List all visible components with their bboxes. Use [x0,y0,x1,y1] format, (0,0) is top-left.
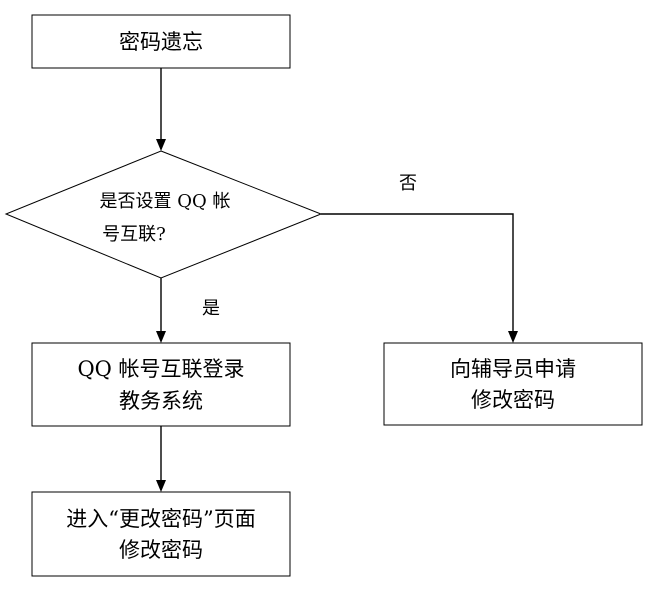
edge-no-label: 否 [399,173,417,194]
node-qq-login-label-line1: QQ 帐号互联登录 [77,357,244,381]
edge-forgot-to-decision-arrow [156,139,166,151]
node-decision: 是否设置 QQ 帐 号互联? [4,150,323,279]
node-change-page-label-line2: 修改密码 [119,538,203,562]
node-counselor: 向辅导员申请 修改密码 [383,342,643,426]
node-change-page-box [31,491,291,577]
edge-qq-login-to-change-page-arrow [156,480,166,492]
edge-decision-to-qq-login-arrow [156,331,166,343]
node-qq-login-label-line2: 教务系统 [119,389,203,413]
node-change-page-label-line1: 进入“更改密码”页面 [66,507,255,531]
edge-qq-login-to-change-page [156,426,166,492]
node-forgot-password-box [31,14,291,69]
node-qq-login: QQ 帐号互联登录 教务系统 [31,342,291,427]
node-forgot-password: 密码遗忘 [31,14,291,69]
node-decision-diamond [4,150,323,279]
node-decision-label-line1: 是否设置 QQ 帐 [100,191,231,212]
edge-decision-to-counselor-arrow [508,331,518,343]
node-counselor-label-line1: 向辅导员申请 [450,357,576,381]
node-decision-label-line2: 号互联? [102,224,166,245]
edge-decision-to-counselor: 否 [321,173,518,343]
node-counselor-label-line2: 修改密码 [471,388,555,412]
edge-decision-to-qq-login: 是 [156,278,220,343]
edge-yes-label: 是 [202,298,220,319]
node-qq-login-box [31,342,291,427]
node-counselor-box [383,342,643,426]
node-change-page: 进入“更改密码”页面 修改密码 [31,491,291,577]
edge-decision-to-counselor-line [321,213,514,332]
node-forgot-password-label: 密码遗忘 [119,30,203,54]
edge-forgot-to-decision [156,68,166,151]
